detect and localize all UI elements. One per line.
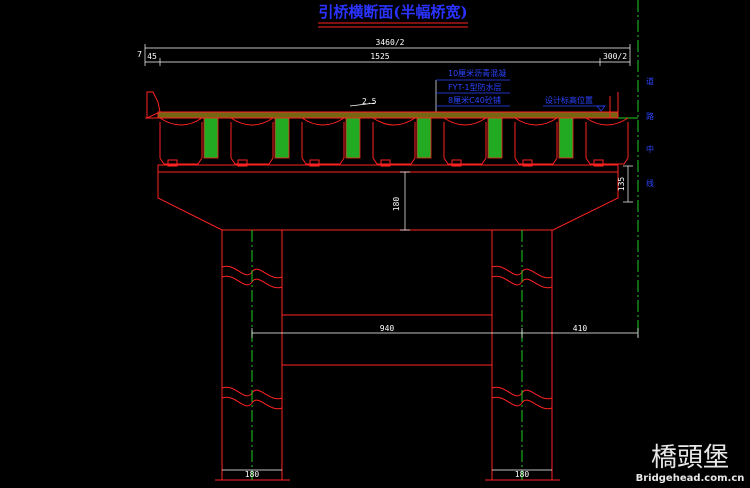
dim-right-span: 300/2 xyxy=(603,52,627,61)
watermark: 橋頭堡 Bridgehead.com.cn xyxy=(636,443,745,484)
dim-top-small: 7 xyxy=(137,50,142,59)
bearing xyxy=(451,159,462,167)
girder-soffit xyxy=(301,117,345,126)
deck xyxy=(145,91,638,119)
bearing xyxy=(593,159,604,167)
girder-bottom xyxy=(230,157,274,165)
bearing xyxy=(522,159,533,167)
girder-soffit xyxy=(159,117,203,126)
girder-soffit xyxy=(585,117,629,126)
dim-right-step: 135 xyxy=(617,177,626,192)
girder-joint xyxy=(558,117,574,159)
watermark-site: Bridgehead.com.cn xyxy=(636,473,745,484)
bearing xyxy=(167,159,178,167)
girder-soffit xyxy=(372,117,416,126)
girder-joint xyxy=(345,117,361,159)
girder-bottom xyxy=(585,157,629,165)
drawing-title: 引桥横断面(半幅桥宽) xyxy=(318,3,467,21)
box-girders xyxy=(159,117,629,167)
dim-pier-spacing: 940 xyxy=(380,324,395,333)
layer-line-1: 10厘米沥青混凝 xyxy=(448,68,506,78)
centerline-labels: 道 路 中 线 xyxy=(646,76,654,188)
girder-soffit xyxy=(230,117,274,126)
bearing xyxy=(237,159,248,167)
dim-left-edge: 45 xyxy=(147,52,157,61)
layer-line-3: 8厘米C40砼铺 xyxy=(448,95,501,105)
layer-line-2: FYT-1型防水层 xyxy=(448,82,502,92)
girder-bottom xyxy=(159,157,203,165)
side-label-1: 道 xyxy=(646,76,654,86)
dim-slope: 2.5 xyxy=(362,97,377,106)
watermark-chinese: 橋頭堡 xyxy=(651,443,729,473)
dim-cap-height: 180 xyxy=(392,197,401,212)
cap-height-dimension xyxy=(400,171,410,231)
dim-pier-width-right: 180 xyxy=(515,470,530,479)
girder-soffit xyxy=(514,117,558,126)
girder-joint xyxy=(274,117,290,159)
girder-joint xyxy=(203,117,219,159)
cap-beam xyxy=(157,164,619,231)
pier-spacing-dimension xyxy=(251,328,639,338)
layer-notes: 10厘米沥青混凝 FYT-1型防水层 8厘米C40砼铺 xyxy=(435,68,510,118)
girder-bottom xyxy=(443,157,487,165)
elevation-triangle-icon xyxy=(596,105,606,112)
dim-main-span: 1525 xyxy=(370,52,389,61)
bearing xyxy=(380,159,391,167)
girder-bottom xyxy=(301,157,345,165)
dim-overall: 3460/2 xyxy=(376,38,405,47)
dim-right-offset: 410 xyxy=(573,324,588,333)
girder-soffit xyxy=(443,117,487,126)
side-label-2: 路 xyxy=(646,111,654,121)
girder-joint xyxy=(487,117,503,159)
girder-joint xyxy=(416,117,432,159)
pier-right xyxy=(485,230,560,481)
bearing xyxy=(309,159,320,167)
tie-beam xyxy=(282,314,492,366)
side-label-3: 中 xyxy=(646,144,654,154)
right-step-dimension xyxy=(623,165,633,203)
design-elevation-label: 设计标高位置 xyxy=(545,95,593,105)
girder-bottom xyxy=(514,157,558,165)
dim-pier-width-left: 180 xyxy=(245,470,260,479)
side-label-4: 线 xyxy=(646,178,654,188)
girder-bottom xyxy=(372,157,416,165)
top-dimensions xyxy=(144,44,631,66)
